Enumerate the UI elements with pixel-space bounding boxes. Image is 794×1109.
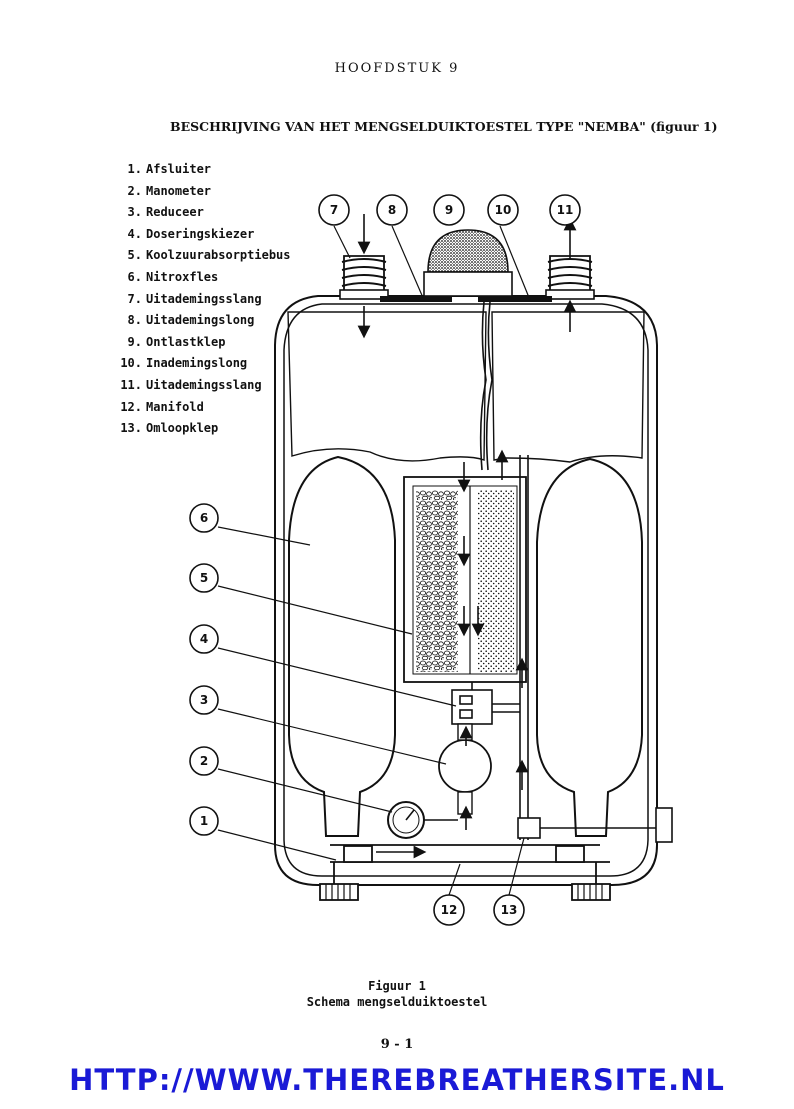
figure-description: Schema mengselduiktoestel (306, 995, 488, 1009)
callout-6-circle (189, 503, 219, 533)
legend-label: Uitademingsslang (146, 291, 262, 306)
legend-number: 1. (127, 162, 142, 176)
callout-4-circle (189, 624, 219, 654)
legend-item: 5. Koolzuurabsorptiebus (116, 245, 291, 267)
callout-9: 9 (445, 203, 453, 217)
legend-item: 11. Uitademingsslang (116, 375, 291, 397)
callout-12-circle (433, 894, 465, 926)
parts-legend: 1. Afsluiter 2. Manometer 3. Reduceer 4. Dos… (116, 159, 291, 440)
legend-label: Nitroxfles (146, 269, 219, 284)
nitrox-bottle-left (288, 455, 396, 837)
callout-5-circle (189, 563, 219, 593)
callout-4: 4 (200, 632, 208, 646)
callout-11: 11 (557, 203, 574, 217)
callout-3: 3 (200, 693, 208, 707)
callout-7-circle (318, 194, 350, 226)
legend-number: 3. (127, 205, 142, 220)
shutoff-valve-right (571, 883, 611, 901)
legend-label: Reduceer (146, 205, 204, 220)
legend-number: 7. (127, 291, 142, 306)
figure-number: Figuur 1 (368, 979, 426, 993)
callout-13-circle (493, 894, 525, 926)
callout-10-circle (487, 194, 519, 226)
callout-6: 6 (200, 511, 208, 525)
callout-11-circle (549, 194, 581, 226)
callout-10: 10 (495, 203, 512, 217)
legend-label: Koolzuurabsorptiebus (146, 248, 291, 263)
callout-2: 2 (200, 754, 208, 768)
chapter-heading: HOOFDSTUK 9 (334, 61, 460, 76)
legend-label: Omloopklep (146, 421, 219, 436)
footer-url-link[interactable]: HTTP://WWW.THEREBREATHERSITE.NL (69, 1063, 725, 1097)
legend-number: 11. (120, 377, 142, 392)
legend-number: 8. (127, 313, 142, 328)
callout-9-circle (433, 194, 465, 226)
legend-item: 6. Nitroxfles (116, 267, 291, 289)
legend-number: 5. (127, 248, 142, 263)
callout-8-circle (376, 194, 408, 226)
bypass-valve (517, 817, 541, 839)
legend-item: 8. Uitademingslong (116, 310, 291, 332)
nitrox-bottle-right (536, 457, 643, 837)
callout-1: 1 (200, 814, 208, 828)
legend-item: 9. Ontlastklep (116, 332, 291, 354)
scrubber-canister (403, 476, 527, 683)
shutoff-valve-left (319, 883, 359, 901)
legend-label: Uitademingslong (146, 313, 255, 328)
callout-3-circle (189, 685, 219, 715)
callout-7: 7 (330, 203, 338, 217)
figure-caption: Figuur 1 Schema mengselduiktoestel (0, 978, 794, 1010)
legend-number: 2. (127, 183, 142, 198)
callout-1-circle (189, 806, 219, 836)
legend-label: Inademingslong (146, 356, 248, 371)
callout-2-circle (189, 746, 219, 776)
callout-5: 5 (200, 571, 208, 585)
reducer (438, 739, 492, 793)
bypass-knob (655, 807, 673, 843)
legend-item: 4. Doseringskiezer (116, 224, 291, 246)
legend-item: 3. Reduceer (116, 202, 291, 224)
legend-item: 1. Afsluiter (116, 159, 291, 181)
page-title: BESCHRIJVING VAN HET MENGSELDUIKTOESTEL … (170, 119, 718, 134)
legend-number: 4. (127, 226, 142, 241)
legend-item: 12. Manifold (116, 397, 291, 419)
legend-number: 6. (127, 269, 142, 284)
relief-valve-dome (427, 229, 509, 273)
legend-number: 9. (127, 334, 142, 349)
legend-item: 2. Manometer (116, 181, 291, 203)
legend-label: Manifold (146, 399, 204, 414)
dosage-selector (451, 689, 493, 725)
callout-12: 12 (441, 903, 458, 917)
legend-label: Uitademingsslang (146, 377, 262, 392)
legend-item: 10. Inademingslong (116, 353, 291, 375)
legend-number: 10. (120, 356, 142, 371)
inhalation-counterlung (491, 311, 645, 463)
housing-inner (283, 303, 649, 877)
legend-label: Doseringskiezer (146, 226, 255, 241)
callout-13: 13 (501, 903, 518, 917)
callout-8: 8 (388, 203, 396, 217)
legend-label: Manometer (146, 183, 212, 198)
exhalation-counterlung (287, 311, 487, 462)
legend-item: 7. Uitademingsslang (116, 289, 291, 311)
legend-number: 13. (120, 421, 142, 436)
legend-number: 12. (120, 399, 142, 414)
legend-label: Afsluiter (146, 162, 212, 176)
housing-outer (274, 295, 658, 886)
legend-label: Ontlastklep (146, 334, 226, 349)
page-number: 9 - 1 (380, 1037, 414, 1052)
legend-item: 13. Omloopklep (116, 418, 291, 440)
